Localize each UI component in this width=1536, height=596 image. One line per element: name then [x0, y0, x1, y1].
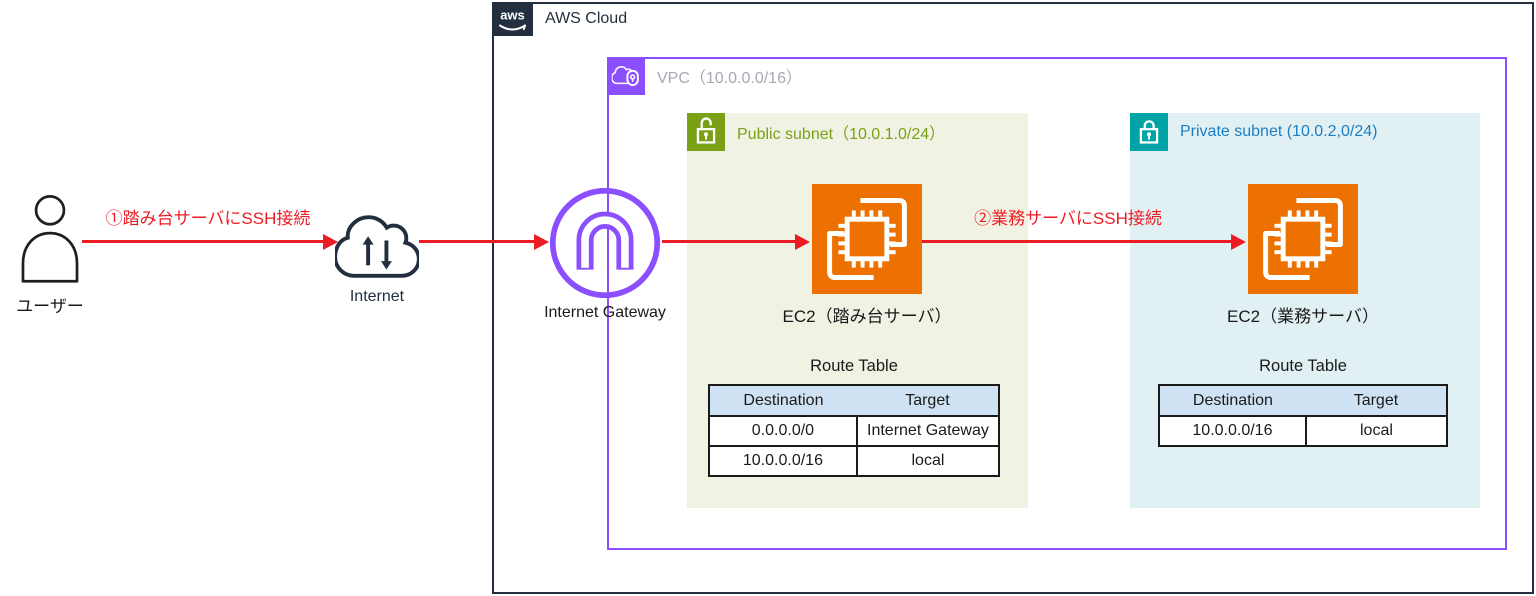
ec2-icon: [1248, 184, 1358, 294]
arrowhead-ec2-to-ec2: [1231, 233, 1246, 250]
arrow-ec2-to-ec2: [922, 240, 1232, 243]
internet-gateway-node: Internet Gateway: [535, 186, 675, 322]
vpc-label: VPC（10.0.0.0/16）: [657, 70, 802, 87]
aws-cloud-label: AWS Cloud: [545, 10, 628, 27]
vpc-header: VPC（10.0.0.0/16）: [607, 57, 802, 95]
route-table: Destination Target 10.0.0.0/16 local: [1158, 384, 1449, 447]
arrowhead-igw-to-ec2: [795, 233, 810, 250]
private-subnet-header: Private subnet (10.0.2,0/24): [1130, 113, 1377, 151]
public-route-table: Route Table Destination Target 0.0.0.0/0…: [708, 357, 1001, 477]
route-destination: 10.0.0.0/16: [708, 445, 858, 477]
table-row: 10.0.0.0/16 local: [1158, 415, 1449, 447]
ec2-bastion-label: EC2（踏み台サーバ）: [782, 307, 952, 326]
route-table-header-destination: Destination: [1159, 385, 1306, 417]
arrow-internet-to-igw: [419, 240, 535, 243]
user-icon: [21, 195, 79, 283]
route-table-header-destination: Destination: [709, 385, 857, 417]
route-destination: 10.0.0.0/16: [1158, 415, 1307, 447]
vpc-group-box: [607, 57, 1507, 550]
ec2-business-label: EC2（業務サーバ）: [1227, 307, 1379, 326]
route-destination: 0.0.0.0/0: [708, 415, 858, 447]
user-label: ユーザー: [16, 297, 84, 316]
internet-node: Internet: [335, 213, 419, 306]
internet-gateway-label: Internet Gateway: [544, 304, 666, 321]
private-route-table: Route Table Destination Target 10.0.0.0/…: [1158, 357, 1449, 447]
route-target: local: [855, 445, 1001, 477]
route-table-title: Route Table: [1259, 357, 1347, 375]
private-subnet-label: Private subnet (10.0.2,0/24): [1180, 123, 1378, 140]
route-table-title: Route Table: [810, 357, 898, 375]
table-row: 10.0.0.0/16 local: [708, 445, 1001, 477]
vpc-icon: [607, 57, 645, 95]
route-table-header-target: Target: [1305, 385, 1447, 417]
public-subnet-icon: [687, 113, 725, 151]
public-subnet-header: Public subnet（10.0.1.0/24）: [687, 113, 945, 151]
arrow-step1-label: ①踏み台サーバにSSH接続: [105, 209, 311, 228]
private-subnet-icon: [1130, 113, 1168, 151]
route-target: local: [1304, 415, 1449, 447]
internet-gateway-icon: [549, 187, 661, 299]
arrow-user-to-internet: [82, 240, 324, 243]
svg-text:aws: aws: [500, 8, 525, 23]
internet-cloud-icon: [335, 215, 419, 278]
table-row: 0.0.0.0/0 Internet Gateway: [708, 415, 1001, 447]
route-table-header-target: Target: [856, 385, 999, 417]
public-subnet-label: Public subnet（10.0.1.0/24）: [737, 126, 946, 143]
aws-logo-icon: aws: [492, 2, 533, 36]
route-target: Internet Gateway: [855, 415, 1001, 447]
route-table: Destination Target 0.0.0.0/0 Internet Ga…: [708, 384, 1001, 477]
ec2-icon: [812, 184, 922, 294]
user-node: ユーザー: [8, 192, 92, 317]
arrow-igw-to-ec2: [662, 240, 796, 243]
ec2-bastion-node: EC2（踏み台サーバ）: [777, 184, 957, 327]
arrowhead-internet-to-igw: [534, 233, 549, 250]
arrowhead-user-to-internet: [323, 233, 338, 250]
internet-label: Internet: [349, 288, 405, 305]
ec2-business-node: EC2（業務サーバ）: [1213, 184, 1393, 327]
arrow-step2-label: ②業務サーバにSSH接続: [974, 209, 1162, 228]
aws-cloud-header: aws AWS Cloud: [492, 2, 627, 36]
